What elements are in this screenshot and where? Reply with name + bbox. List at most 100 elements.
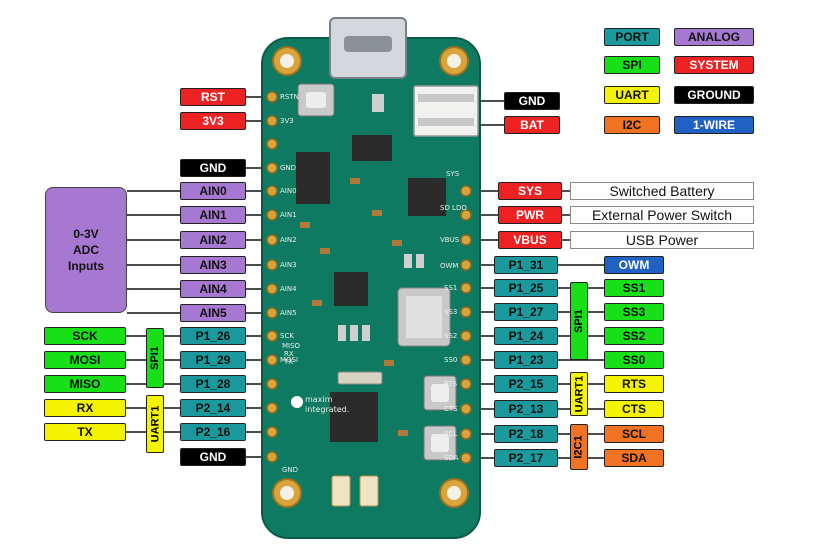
- silk-sck: SCK: [280, 332, 294, 340]
- silk-3v3: 3V3: [280, 117, 294, 125]
- pin-gnd-top: GND: [180, 159, 246, 177]
- pin-ain3: AIN3: [180, 256, 246, 274]
- legend-uart: UART: [604, 86, 660, 104]
- legend-system: SYSTEM: [674, 56, 754, 74]
- silk-cts: CTS: [444, 405, 458, 413]
- legend-ground: GROUND: [674, 86, 754, 104]
- func-sda: SDA: [604, 449, 664, 467]
- chip: [352, 135, 392, 161]
- func-ss0: SS0: [604, 351, 664, 369]
- pin-p2-14: P2_14: [180, 399, 246, 417]
- silk-ldo-sd: SD LDO: [440, 204, 467, 212]
- silk-gnd: GND: [280, 164, 297, 172]
- silk-owm: OWM: [440, 262, 459, 270]
- silk-ss3: SS3: [444, 308, 458, 316]
- legend-analog: ANALOG: [674, 28, 754, 46]
- group-uart1-left: UART1: [146, 395, 164, 453]
- pin-p1-28: P1_28: [180, 375, 246, 393]
- desc-usb-power: USB Power: [570, 231, 754, 249]
- silk-mosi: MOSI: [280, 356, 299, 364]
- pin-ain2: AIN2: [180, 231, 246, 249]
- func-rx: RX: [44, 399, 126, 417]
- pin-p1-24: P1_24: [494, 327, 558, 345]
- pin-gnd-battery: GND: [504, 92, 560, 110]
- adc-line-2: ADC: [73, 243, 99, 257]
- func-scl: SCL: [604, 425, 664, 443]
- mcu-chip: [330, 392, 378, 442]
- func-sck: SCK: [44, 327, 126, 345]
- pin-ain4: AIN4: [180, 280, 246, 298]
- func-cts: CTS: [604, 400, 664, 418]
- func-ss3: SS3: [604, 303, 664, 321]
- silk-brand-integrated: integrated.: [305, 405, 350, 414]
- silk-sda: SDA: [444, 454, 459, 462]
- func-miso: MISO: [44, 375, 126, 393]
- silk-ain1: AIN1: [280, 211, 297, 219]
- pin-gnd-bottom: GND: [180, 448, 246, 466]
- silk-tx: TX: [284, 358, 294, 366]
- group-uart1-right: UART1: [570, 372, 588, 416]
- func-owm: OWM: [604, 256, 664, 274]
- group-spi1-right: SPI1: [570, 282, 588, 360]
- silk-brand-maxim: maxim: [305, 395, 333, 404]
- pin-ain1: AIN1: [180, 206, 246, 224]
- group-spi1-left: SPI1: [146, 328, 164, 388]
- legend-i2c: I2C: [604, 116, 660, 134]
- pin-p2-17: P2_17: [494, 449, 558, 467]
- pin-bat: BAT: [504, 116, 560, 134]
- func-rts: RTS: [604, 375, 664, 393]
- chip: [408, 178, 446, 216]
- silk-ss0: SS0: [444, 356, 458, 364]
- adc-line-3: Inputs: [68, 259, 104, 273]
- pin-3v3: 3V3: [180, 112, 246, 130]
- group-i2c1-right: I2C1: [570, 424, 588, 470]
- pin-p1-29: P1_29: [180, 351, 246, 369]
- silk-ss1: SS1: [444, 284, 458, 292]
- silk-scl: SCL: [444, 430, 458, 438]
- legend-port: PORT: [604, 28, 660, 46]
- silk-ain0: AIN0: [280, 187, 297, 195]
- pin-p1-25: P1_25: [494, 279, 558, 297]
- silk-ain5: AIN5: [280, 309, 297, 317]
- adc-inputs-box: 0-3V ADC Inputs: [45, 187, 127, 313]
- pin-p1-27: P1_27: [494, 303, 558, 321]
- chip: [334, 272, 368, 306]
- silk-rts: RTS: [444, 380, 458, 388]
- silk-ain4: AIN4: [280, 285, 297, 293]
- desc-switched-battery: Switched Battery: [570, 182, 754, 200]
- func-ss1: SS1: [604, 279, 664, 297]
- pin-p2-15: P2_15: [494, 375, 558, 393]
- crystal: [337, 371, 383, 385]
- func-mosi: MOSI: [44, 351, 126, 369]
- silk-gnd-bottom: GND: [282, 466, 299, 474]
- legend-1-wire: 1-WIRE: [674, 116, 754, 134]
- func-tx: TX: [44, 423, 126, 441]
- right-header-pads: [460, 185, 472, 464]
- battery-connector: [413, 85, 479, 137]
- pin-p2-16: P2_16: [180, 423, 246, 441]
- pin-ain0: AIN0: [180, 182, 246, 200]
- left-header-pads: [266, 91, 278, 463]
- pin-rst: RST: [180, 88, 246, 106]
- silk-ain3: AIN3: [280, 261, 297, 269]
- silk-vbus: VBUS: [440, 236, 460, 244]
- pin-p1-26: P1_26: [180, 327, 246, 345]
- silk-rx: RX: [284, 350, 294, 358]
- maxim-logo-mark: [291, 396, 303, 408]
- pin-sys: SYS: [498, 182, 562, 200]
- adc-line-1: 0-3V: [73, 227, 99, 241]
- silk-ain2: AIN2: [280, 236, 297, 244]
- pin-p2-18: P2_18: [494, 425, 558, 443]
- pin-p1-31: P1_31: [494, 256, 558, 274]
- silk-rstn: RSTN: [280, 93, 299, 101]
- silk-miso: MISO: [282, 342, 301, 350]
- silk-sys: SYS: [446, 170, 460, 178]
- pin-p2-13: P2_13: [494, 400, 558, 418]
- pin-ain5: AIN5: [180, 304, 246, 322]
- silk-ss2: SS2: [444, 332, 458, 340]
- pin-vbus: VBUS: [498, 231, 562, 249]
- chip: [296, 152, 330, 204]
- pin-p1-23: P1_23: [494, 351, 558, 369]
- legend-spi: SPI: [604, 56, 660, 74]
